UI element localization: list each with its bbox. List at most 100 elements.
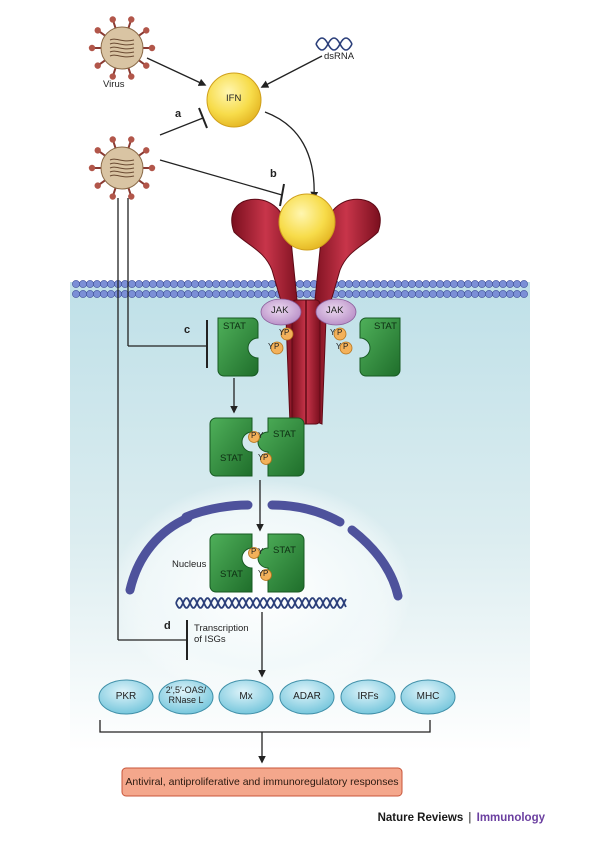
membrane-lipid [191,290,199,298]
membrane-lipid [471,290,479,298]
membrane-lipid [219,290,227,298]
membrane-lipid [156,280,164,288]
phospho-receptor-right-1 [333,327,347,341]
virus-spike [94,147,101,154]
membrane-lipid [352,290,360,298]
membrane-lipid [408,290,416,298]
membrane-lipid [499,290,507,298]
phospho-label: P [343,342,349,351]
membrane-lipid [86,280,94,288]
nucleus-label: Nucleus [172,559,207,570]
stat-monomer-right [359,317,401,377]
membrane-lipid [100,280,108,288]
membrane-lipid [513,280,521,288]
outcome-box [121,767,403,797]
membrane-lipid [415,280,423,288]
tyrosine-label: Y [279,328,285,337]
outcome-label: Antiviral, antiproliferative and immunor… [125,776,399,788]
membrane-lipid [128,290,136,298]
membrane-lipid [86,290,94,298]
credit-separator: | [468,812,472,824]
virus-spike [109,16,116,23]
phospho-nuclear-1 [248,547,260,559]
stat-left-label: STAT [223,321,246,332]
stat-dimer-bottom-label: STAT [220,453,243,464]
membrane-lipid [170,280,178,288]
virus-spike [94,27,101,34]
panel-c-label: c [184,324,191,336]
membrane-lipid [401,290,409,298]
membrane-lipid [471,280,479,288]
virus-particle [88,16,156,80]
virus-spike [143,182,150,189]
membrane-lipid [177,290,185,298]
isg-effector-2 [218,679,274,715]
membrane-lipid [240,290,248,298]
effector-bracket [99,720,431,733]
virus-spike [128,16,135,23]
membrane-lipid [450,280,458,288]
journal-name: Nature Reviews [377,812,464,824]
membrane-lipid [72,280,80,288]
membrane-lipid [247,290,255,298]
virus-spike [88,44,96,52]
virus-spike [143,27,150,34]
membrane-lipid [485,290,493,298]
membrane-lipid [359,280,367,288]
virus-spike [109,73,116,80]
membrane-lipid [457,290,465,298]
membrane-lipid [254,280,262,288]
membrane-lipid [415,290,423,298]
virus-particle-inhibiting [88,136,156,200]
membrane-lipid [450,290,458,298]
transcription-label: Transcription of ISGs [194,623,249,645]
membrane-lipid [380,280,388,288]
isg-effector-5 [400,679,456,715]
membrane-lipid [296,290,304,298]
membrane-lipid [233,280,241,288]
virus-spike [148,44,156,52]
ifn-bound-receptor [278,193,336,251]
membrane-lipid [135,280,143,288]
virus-spike [94,182,101,189]
membrane-lipid [373,280,381,288]
membrane-lipid [72,290,80,298]
membrane-lipid [205,290,213,298]
phospho-dimer-2 [260,453,272,465]
stat-dimer-left [209,417,253,477]
phospho-label: P [263,453,269,462]
membrane-lipid [170,290,178,298]
membrane-lipid [492,290,500,298]
membrane-lipid [352,280,360,288]
phospho-label: P [263,569,269,578]
virus-spike [94,62,101,69]
membrane-lipid [387,280,395,288]
ifn-label: IFN [226,93,242,104]
membrane-lipid [268,290,276,298]
dsrna-helix [315,37,353,51]
membrane-lipid [443,290,451,298]
isg-effector-label: MHC [416,691,440,702]
virus-spike [143,147,150,154]
membrane-lipid [303,290,311,298]
membrane-lipid [506,280,514,288]
membrane-lipid [436,290,444,298]
tyrosine-label: Y [258,569,264,578]
membrane-lipid [212,280,220,288]
membrane-lipid [443,280,451,288]
membrane-lipid [373,290,381,298]
nuclear-envelope [125,500,403,601]
virus-spike [128,73,135,80]
membrane-lipid [212,290,220,298]
membrane-lipid [478,290,486,298]
phospho-label: P [251,547,257,556]
membrane-lipid [366,280,374,288]
jak-right [315,298,357,326]
jak-left-label: JAK [271,305,289,316]
membrane-lipid [499,280,507,288]
membrane-lipid [79,290,87,298]
membrane-lipid [394,290,402,298]
membrane-lipid [128,280,136,288]
membrane-lipid [177,280,185,288]
